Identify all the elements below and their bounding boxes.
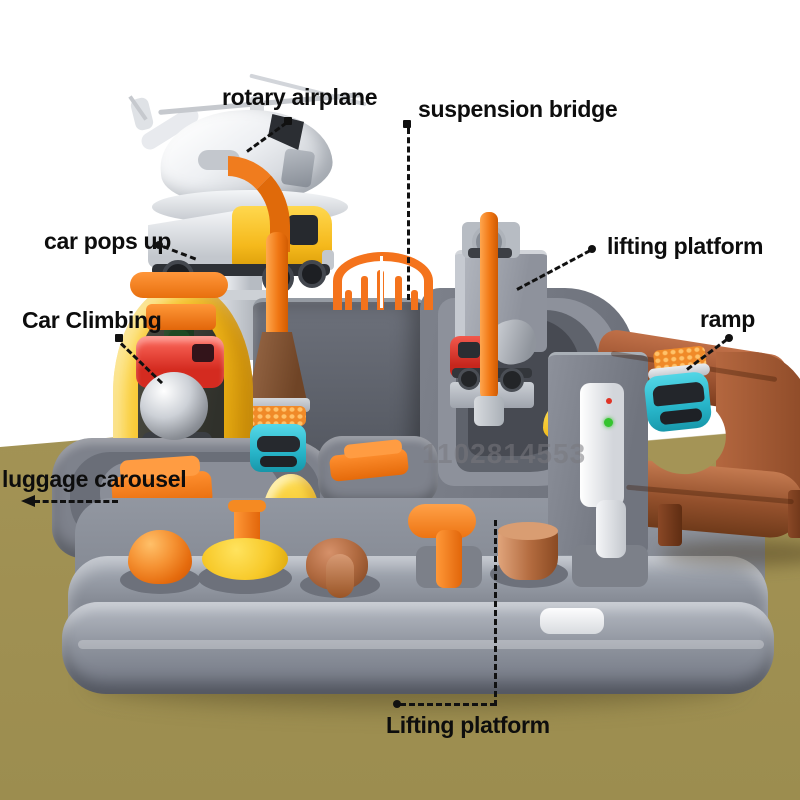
label-car-climbing: Car Climbing bbox=[22, 307, 162, 333]
yellow-mushroom-button[interactable] bbox=[202, 538, 288, 580]
ramp-support-leg bbox=[788, 490, 800, 538]
red-indicator-light bbox=[606, 398, 612, 404]
leader-dot bbox=[393, 700, 401, 708]
suspension-bridge-toy bbox=[333, 252, 433, 310]
leader-dot bbox=[403, 120, 411, 128]
leader-dot bbox=[588, 245, 596, 253]
white-lever-strap bbox=[596, 500, 626, 558]
leader-dot bbox=[725, 334, 733, 342]
label-car-pops-up: car pops up bbox=[44, 228, 172, 254]
label-suspension-bridge: suspension bridge bbox=[418, 96, 618, 122]
leader-line bbox=[400, 703, 496, 706]
climbing-tower-handle bbox=[130, 272, 228, 298]
arrowhead-left-icon bbox=[21, 495, 35, 507]
label-ramp: ramp bbox=[700, 306, 756, 332]
ramp-shadow bbox=[660, 540, 800, 566]
helicopter-side-window bbox=[280, 148, 316, 188]
bridge-center-gap bbox=[380, 256, 383, 308]
green-indicator-light bbox=[604, 418, 613, 427]
orange-pole bbox=[266, 232, 288, 344]
orange-lever-strap bbox=[436, 530, 462, 588]
copper-cylinder-top bbox=[498, 522, 558, 540]
label-luggage-carousel: luggage carousel bbox=[2, 466, 187, 492]
ramp-support-leg bbox=[658, 504, 682, 546]
mushroom-lever-cap bbox=[228, 500, 266, 512]
base-lower-tier bbox=[62, 602, 774, 694]
silver-ball bbox=[140, 372, 208, 440]
leader-line bbox=[494, 520, 497, 706]
red-car-window bbox=[192, 344, 214, 362]
white-lever[interactable] bbox=[580, 383, 624, 507]
watermark-text: 1102814553 bbox=[422, 438, 587, 469]
leader-line bbox=[407, 128, 410, 300]
climbing-top-stop bbox=[146, 304, 216, 330]
loader-truck-windshield bbox=[257, 436, 300, 452]
base-seam-highlight bbox=[78, 640, 764, 649]
leader-dot bbox=[155, 241, 163, 249]
loader-truck-grill bbox=[260, 456, 297, 467]
crane-rod bbox=[480, 212, 498, 400]
mixer-truck-wheel bbox=[458, 368, 480, 390]
popup-truck-window bbox=[288, 215, 318, 245]
mixer-truck-wheel bbox=[500, 368, 524, 392]
label-lifting-platform-bottom: Lifting platform bbox=[386, 712, 550, 738]
leader-dot bbox=[284, 117, 292, 125]
crane-rod-collar bbox=[474, 396, 504, 426]
gravel-load bbox=[248, 406, 306, 426]
white-latch bbox=[540, 608, 604, 634]
popup-truck-wheel bbox=[298, 260, 326, 288]
orange-dome-button[interactable] bbox=[128, 530, 192, 584]
label-rotary-airplane: rotary airplane bbox=[222, 84, 378, 110]
label-lifting-platform: lifting platform bbox=[607, 233, 764, 259]
leader-dot bbox=[115, 334, 123, 342]
mixer-truck-window bbox=[458, 342, 480, 358]
leader-line bbox=[34, 500, 118, 503]
copper-knob[interactable] bbox=[326, 554, 354, 598]
